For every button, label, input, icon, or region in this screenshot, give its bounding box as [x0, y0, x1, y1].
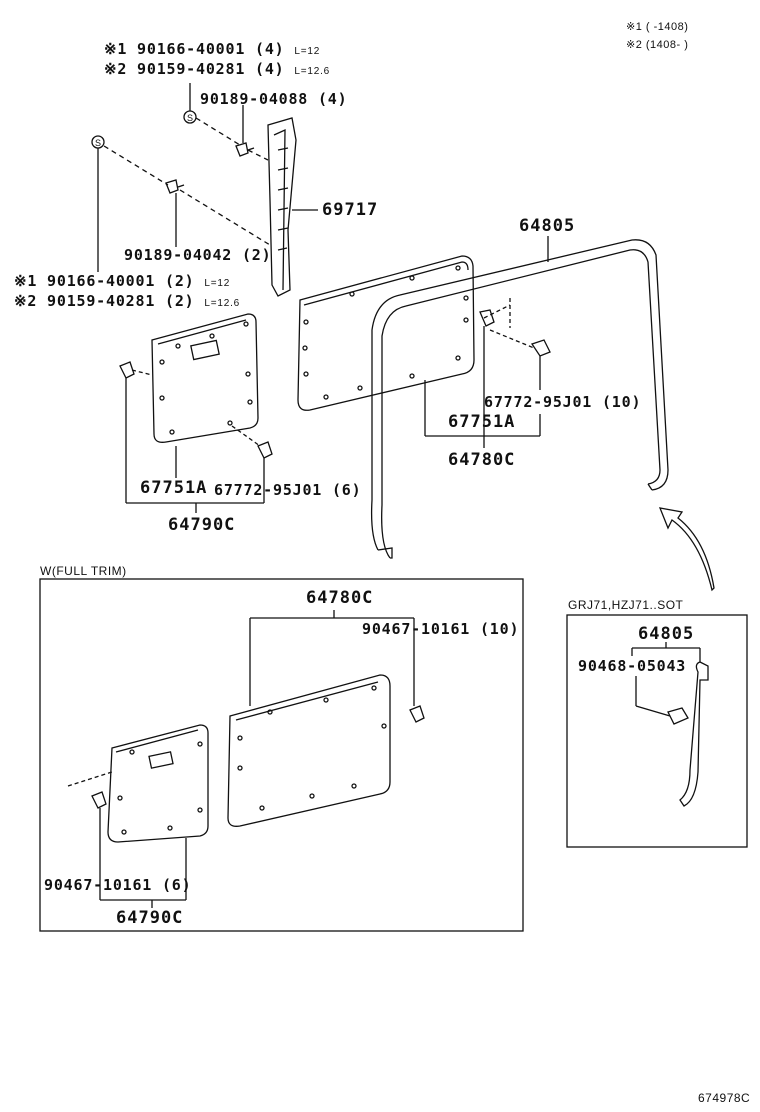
s-marker-mid: S: [91, 135, 105, 149]
legend-note-1: ※1 ( -1408): [626, 21, 689, 33]
inset-leader-b: [635, 705, 671, 717]
dash-top: [195, 117, 241, 146]
arrow-to-inset-icon: [658, 507, 715, 592]
label-assy-right-64780C: 64780C: [448, 450, 516, 470]
svg-text:S: S: [95, 138, 101, 148]
ft-label-assy-left-64790C: 64790C: [116, 908, 184, 928]
label-weatherstrip-64805: 64805: [519, 216, 576, 236]
label-mid-bolt-1-text: ※1 90166-40001 (2): [14, 272, 195, 290]
full-trim-box: [39, 578, 524, 932]
dash-clip-left: [131, 369, 153, 376]
label-clip-left: 67772-95J01 (6): [214, 481, 362, 499]
ft-label-assy-right-64780C: 64780C: [306, 588, 374, 608]
svg-text:S: S: [187, 113, 193, 123]
ft-label-clip-left: 90467-10161 (6): [44, 876, 192, 894]
board-right-67751A: [297, 255, 475, 411]
inset-clip-icon: [667, 707, 689, 725]
clip-left-icons: [119, 361, 273, 459]
screw-mid-icon: [165, 179, 185, 194]
inset-weatherstrip: [679, 661, 709, 807]
label-top-bolt-1-len: L=12: [294, 46, 321, 57]
ft-label-clip-right: 90467-10161 (10): [362, 620, 520, 638]
ft-clip-right-icon: [409, 705, 425, 723]
label-pillar-69717: 69717: [322, 200, 379, 220]
pillar-trim-69717: [267, 117, 297, 297]
label-top-bolt-1-text: ※1 90166-40001 (4): [104, 40, 285, 58]
label-screw-mid: 90189-04042 (2): [124, 246, 272, 264]
label-screw-top: 90189-04088 (4): [200, 90, 348, 108]
label-mid-bolt-2-len: L=12.6: [204, 298, 241, 309]
label-board-right-67751A: 67751A: [448, 412, 516, 432]
label-assy-left-64790C: 64790C: [168, 515, 236, 535]
dash-mid-2: [179, 189, 271, 246]
weatherstrip-64805: [370, 239, 669, 559]
label-board-left-67751A: 67751A: [140, 478, 208, 498]
dash-top-2: [247, 149, 269, 161]
inset-label-clip: 90468-05043: [578, 657, 687, 675]
label-top-bolt-2-len: L=12.6: [294, 66, 331, 77]
legend-note-2: ※2 (1408- ): [626, 39, 689, 51]
board-left-67751A: [151, 313, 259, 443]
ft-board-right: [227, 674, 391, 827]
full-trim-title: W(FULL TRIM): [40, 564, 127, 578]
label-mid-bolt-1-len: L=12: [204, 278, 231, 289]
label-top-bolt-1: ※1 90166-40001 (4) L=12: [104, 42, 320, 57]
label-top-bolt-2: ※2 90159-40281 (4) L=12.6: [104, 62, 330, 77]
label-clip-right: 67772-95J01 (10): [484, 393, 642, 411]
dash-clip-left-2: [231, 425, 261, 447]
figure-code: 674978C: [698, 1091, 751, 1105]
dash-clip-right-3: [489, 329, 535, 349]
s-marker-top: S: [183, 110, 197, 124]
ft-board-left: [107, 724, 209, 843]
dash-clip-right: [483, 304, 511, 319]
clip-right-icons: [479, 309, 551, 357]
dash-mid: [103, 145, 169, 186]
label-mid-bolt-2: ※2 90159-40281 (2) L=12.6: [14, 294, 240, 309]
inset-label-64805: 64805: [638, 624, 695, 644]
ft-clip-left-icon: [91, 791, 107, 809]
inset-title: GRJ71,HZJ71..SOT: [568, 598, 684, 612]
ft-dash-left: [67, 771, 113, 787]
inset-box: [566, 614, 748, 848]
label-mid-bolt-2-text: ※2 90159-40281 (2): [14, 292, 195, 310]
label-top-bolt-2-text: ※2 90159-40281 (4): [104, 60, 285, 78]
screw-top-icon: [235, 142, 255, 157]
label-mid-bolt-1: ※1 90166-40001 (2) L=12: [14, 274, 230, 289]
